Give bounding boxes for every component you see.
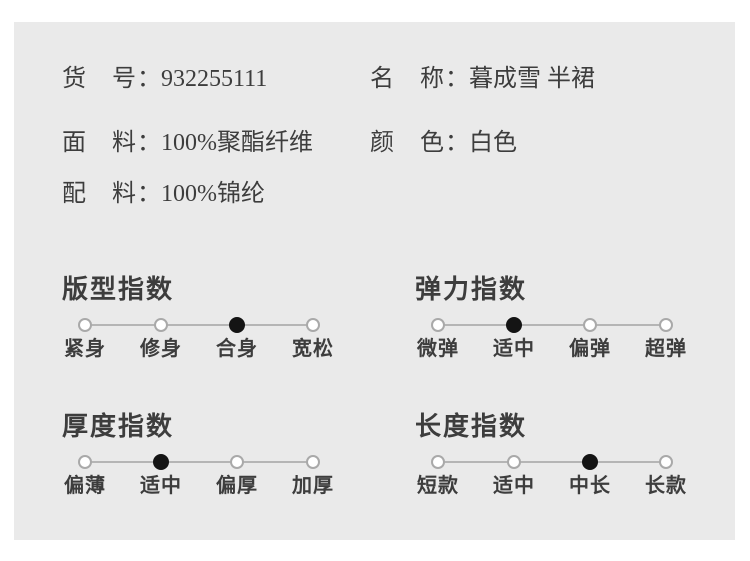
slider-dot xyxy=(154,318,168,332)
info-colon: ： xyxy=(137,181,161,207)
slider-dot xyxy=(659,318,673,332)
option-label: 超弹 xyxy=(645,338,687,360)
slider-dot xyxy=(306,455,320,469)
option-label: 短款 xyxy=(417,475,459,497)
index-title: 版型指数 xyxy=(62,275,175,304)
info-value: 暮成雪 半裙 xyxy=(469,66,595,92)
slider-dot xyxy=(507,455,521,469)
option-label: 宽松 xyxy=(292,338,334,360)
option-label: 微弹 xyxy=(417,338,459,360)
index-group: 厚度指数偏薄 适中 偏厚 加厚 xyxy=(62,411,366,511)
option-label: 偏厚 xyxy=(216,475,258,497)
option-label: 适中 xyxy=(140,475,182,497)
info-value: 100%聚酯纤维 xyxy=(161,130,313,156)
index-title: 长度指数 xyxy=(415,412,528,441)
slider-line xyxy=(438,461,666,463)
slider-dot xyxy=(230,455,244,469)
slider-line xyxy=(85,324,313,326)
slider-dot-selected xyxy=(582,454,598,470)
info-label: 货 号 xyxy=(62,66,137,92)
info-item: 配 料：100%锦纶 xyxy=(62,179,265,209)
slider-dot xyxy=(583,318,597,332)
info-value: 100%锦纶 xyxy=(161,181,265,207)
option-label: 修身 xyxy=(140,338,182,360)
info-item: 货 号：932255111 xyxy=(62,64,267,94)
index-group: 长度指数短款 适中 中长 长款 xyxy=(415,411,719,511)
info-colon: ： xyxy=(445,66,469,92)
info-item: 名 称：暮成雪 半裙 xyxy=(370,64,595,94)
info-label: 颜 色 xyxy=(370,130,445,156)
info-colon: ： xyxy=(137,66,161,92)
slider-line xyxy=(85,461,313,463)
info-label: 配 料 xyxy=(62,181,137,207)
slider-dot xyxy=(431,455,445,469)
slider-dot-selected xyxy=(153,454,169,470)
info-value: 白色 xyxy=(469,130,517,156)
option-label: 适中 xyxy=(493,338,535,360)
slider-dot xyxy=(306,318,320,332)
info-colon: ： xyxy=(445,130,469,156)
info-label: 面 料 xyxy=(62,130,137,156)
index-title: 弹力指数 xyxy=(415,275,528,304)
info-item: 颜 色：白色 xyxy=(370,128,517,158)
option-label: 合身 xyxy=(216,338,258,360)
index-title: 厚度指数 xyxy=(62,412,175,441)
slider-dot xyxy=(78,318,92,332)
option-label: 加厚 xyxy=(292,475,334,497)
option-label: 长款 xyxy=(645,475,687,497)
slider-dot xyxy=(78,455,92,469)
option-label: 适中 xyxy=(493,475,535,497)
slider-dot-selected xyxy=(506,317,522,333)
info-item: 面 料：100%聚酯纤维 xyxy=(62,128,313,158)
option-label: 偏弹 xyxy=(569,338,611,360)
index-group: 版型指数紧身 修身 合身 宽松 xyxy=(62,274,366,374)
option-label: 紧身 xyxy=(64,338,106,360)
option-label: 中长 xyxy=(569,475,611,497)
slider-dot-selected xyxy=(229,317,245,333)
info-colon: ： xyxy=(137,130,161,156)
slider-dot xyxy=(659,455,673,469)
slider-dot xyxy=(431,318,445,332)
option-label: 偏薄 xyxy=(64,475,106,497)
info-label: 名 称 xyxy=(370,66,445,92)
slider-line xyxy=(438,324,666,326)
index-group: 弹力指数微弹 适中 偏弹 超弹 xyxy=(415,274,719,374)
info-value: 932255111 xyxy=(161,66,268,92)
